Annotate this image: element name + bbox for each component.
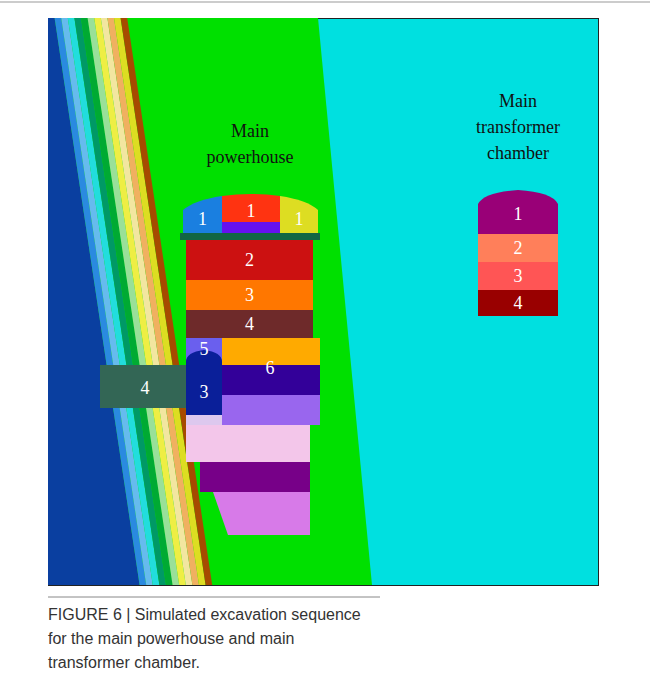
stage-number: 1 [247, 202, 256, 220]
stage-number: 4 [245, 315, 254, 333]
stage-number: 1 [198, 210, 207, 228]
figure-caption: FIGURE 6 | Simulated excavation sequence… [48, 603, 378, 674]
excavation-stage: 1 [280, 205, 318, 233]
chamber-label: Main powerhouse [200, 118, 300, 170]
stage-number: 5 [200, 340, 209, 358]
excavation-stage: 4 [186, 310, 313, 338]
stage-number: 4 [514, 294, 523, 312]
stage-number: 3 [200, 383, 209, 401]
excavation-stage: 1 [222, 200, 280, 222]
stage-number: 1 [514, 205, 523, 223]
excavation-stage: 4 [478, 290, 558, 316]
stage-number: 3 [514, 267, 523, 285]
excavation-stage: 2 [186, 240, 313, 280]
excavation-stage: 2 [478, 234, 558, 262]
stage-number: 4 [141, 379, 150, 397]
excavation-stage: 4 [110, 370, 180, 406]
chamber-label: Main transformer chamber [468, 88, 568, 166]
stage-number: 3 [245, 286, 254, 304]
excavation-stage: 1 [183, 205, 222, 233]
stage-number: 6 [266, 359, 275, 377]
excavation-stage: 3 [186, 280, 313, 310]
excavation-stage: 3 [478, 262, 558, 290]
excavation-stage: 1 [478, 194, 558, 234]
excavation-stage: 5 [186, 338, 222, 360]
excavation-stage: 3 [186, 372, 222, 412]
stage-number: 1 [295, 210, 304, 228]
stage-number: 2 [514, 239, 523, 257]
excavation-stage: 6 [240, 356, 300, 380]
stage-number: 2 [245, 251, 254, 269]
